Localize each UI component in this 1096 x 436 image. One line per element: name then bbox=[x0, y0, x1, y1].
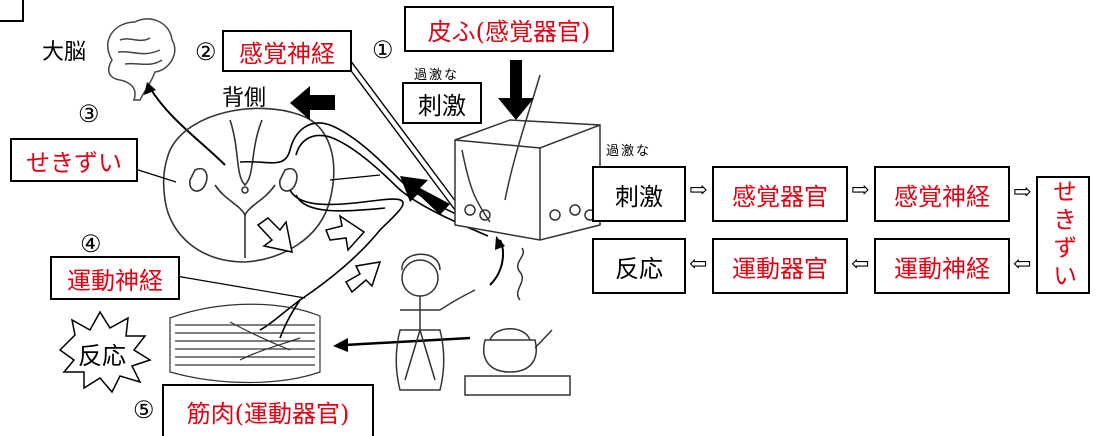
step-number-3: ③ bbox=[78, 100, 100, 128]
flow-motor-nerve-box: 運動神経 bbox=[874, 238, 1010, 294]
sensory-nerve-label: 感覚神経 bbox=[239, 39, 335, 68]
flow-arrow-left-2: ⇦ bbox=[851, 252, 870, 277]
spinal-cord-drawing bbox=[162, 107, 335, 263]
corner-box bbox=[0, 0, 24, 22]
flow-response-box: 反応 bbox=[592, 238, 686, 294]
flow-sense-organ-box: 感覚器官 bbox=[712, 166, 848, 222]
flow-stimulus-small-label: 過激な bbox=[606, 144, 652, 159]
spinal-cord-label-box: せきずい bbox=[10, 138, 138, 182]
flow-spinal-cord-box: せきずい bbox=[1036, 176, 1090, 294]
motor-nerve-label: 運動神経 bbox=[67, 266, 163, 295]
step-number-1: ① bbox=[372, 36, 394, 64]
stimulus-label: 刺激 bbox=[418, 91, 466, 120]
brain-drawing bbox=[107, 18, 176, 101]
stimulus-arrow bbox=[498, 60, 534, 120]
flow-motor-organ-text: 運動器官 bbox=[732, 254, 828, 283]
sensory-nerve-label-box: 感覚神経 bbox=[222, 30, 352, 72]
flow-spinal-cord-text: せきずい bbox=[1048, 179, 1077, 291]
motor-nerve-label-box: 運動神経 bbox=[50, 256, 180, 300]
skin-to-cord-arrow bbox=[400, 176, 450, 215]
motor-nerve-lines bbox=[259, 189, 404, 331]
flow-stimulus-box: 刺激 bbox=[592, 166, 686, 222]
flow-arrow-left-3: ⇦ bbox=[1013, 252, 1032, 277]
skin-drawing bbox=[454, 74, 601, 241]
response-burst bbox=[58, 310, 152, 394]
dorsal-arrow bbox=[290, 86, 335, 120]
flow-arrow-left-1: ⇦ bbox=[689, 252, 708, 277]
girl-drawing bbox=[395, 253, 476, 391]
response-label: 反応 bbox=[78, 342, 126, 370]
flow-stimulus-text: 刺激 bbox=[615, 182, 663, 211]
step-number-2: ② bbox=[195, 38, 217, 66]
flow-motor-organ-box: 運動器官 bbox=[712, 238, 848, 294]
flow-motor-nerve-text: 運動神経 bbox=[894, 254, 990, 283]
to-brain-arrow bbox=[149, 87, 226, 166]
kettle-drawing bbox=[464, 247, 571, 396]
skin-label: 皮ふ(感覚器官) bbox=[427, 17, 591, 46]
dorsal-label: 背側 bbox=[222, 86, 267, 111]
spinal-cord-label: せきずい bbox=[26, 148, 122, 177]
sensory-nerve-lines bbox=[239, 122, 491, 237]
muscle-label: 筋肉(運動器官) bbox=[186, 399, 350, 428]
step-number-5: ⑤ bbox=[133, 396, 155, 424]
muscle-label-box: 筋肉(運動器官) bbox=[162, 384, 374, 436]
flow-sensory-nerve-text: 感覚神経 bbox=[894, 182, 990, 211]
muscle-drawing bbox=[169, 303, 321, 384]
flow-arrow-right-1: ⇨ bbox=[689, 178, 708, 203]
flow-response-text: 反応 bbox=[615, 254, 663, 283]
step-number-4: ④ bbox=[80, 230, 102, 258]
hollow-arrows bbox=[256, 214, 382, 294]
stimulus-small-label: 過激な bbox=[414, 68, 460, 83]
skin-label-box: 皮ふ(感覚器官) bbox=[404, 6, 614, 52]
flow-sense-organ-text: 感覚器官 bbox=[732, 182, 828, 211]
flow-arrow-right-2: ⇨ bbox=[851, 178, 870, 203]
brain-label: 大脳 bbox=[42, 40, 87, 65]
flow-arrow-right-3: ⇨ bbox=[1013, 180, 1032, 205]
stimulus-label-box: 刺激 bbox=[402, 82, 482, 124]
flow-sensory-nerve-box: 感覚神経 bbox=[874, 166, 1010, 222]
